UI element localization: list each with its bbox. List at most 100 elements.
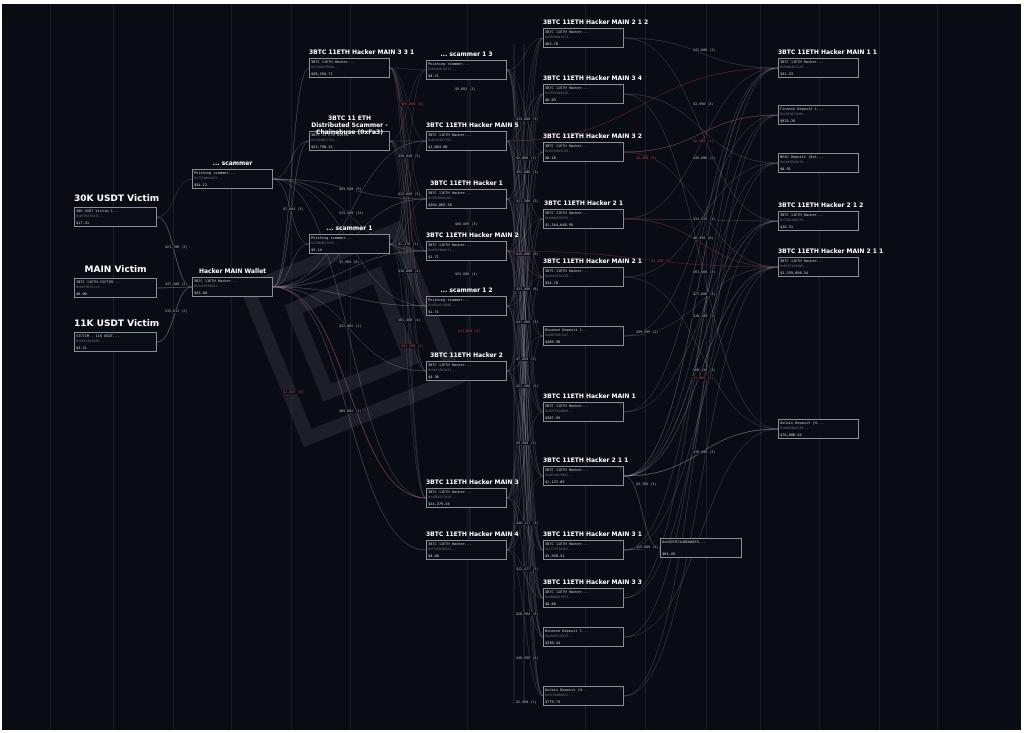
node-finance-deposit[interactable]: Finance Deposit 1...0xc82b5f1e6a...$925.… xyxy=(778,105,859,125)
node-hacker-main-3-2[interactable]: 3BTC 11ETH Hacker MAIN 3 2⋮ 3BTC 11ETH H… xyxy=(543,133,642,162)
edge-label-red: $69,888 (6) xyxy=(400,102,425,106)
menu-icon[interactable]: ⋮ xyxy=(618,466,622,471)
node-value: $54.12 xyxy=(194,183,207,187)
edge-line xyxy=(623,266,779,697)
graph-canvas[interactable]: 30K USDT Victim 30K USDT Victim 1...0x0f… xyxy=(2,4,1021,730)
node-address: 0x6a0d4f8e95... xyxy=(545,216,574,220)
node-hacker-2-1-2[interactable]: 3BTC 11ETH Hacker 2 1 2 3BTC 11ETH Hacke… xyxy=(778,202,863,231)
edge-line xyxy=(623,162,779,477)
edge-line xyxy=(272,178,310,245)
edge-line xyxy=(506,335,544,372)
node-value: $0.00 xyxy=(76,292,87,296)
edge-line xyxy=(272,140,310,288)
edge-line xyxy=(389,67,427,200)
node-value: $0.91 xyxy=(780,167,791,171)
menu-icon[interactable]: ⋮ xyxy=(618,267,622,272)
node-hacker-main-1-1[interactable]: 3BTC 11ETH Hacker MAIN 1 1 3BTC 11ETH Ha… xyxy=(778,49,877,78)
node-binance-deposit-2[interactable]: ⋮ Binance Deposit 1...0xa3e07c5d19...$33… xyxy=(543,627,624,647)
node-value: $5,550.51 xyxy=(545,554,565,558)
node-hacker-main-3-3-1[interactable]: 3BTC 11ETH Hacker MAIN 3 3 1 3BTC 11ETH … xyxy=(309,49,414,78)
node-label: 3BTC 11ETH Hacker... xyxy=(428,243,472,247)
node-title: 3BTC 11ETH Hacker 1 xyxy=(430,180,503,187)
node-phishing-scammer-1-3[interactable]: ... scammer 1 3 Phishing scammer...0x6e9… xyxy=(426,51,507,80)
node-victim-30k[interactable]: 30K USDT Victim 30K USDT Victim 1...0x0f… xyxy=(74,194,159,227)
node-hacker-main-3-4[interactable]: 3BTC 11ETH Hacker MAIN 3 4⋮ 3BTC 11ETH H… xyxy=(543,75,642,104)
node-usdt-address[interactable]: 0xUSDT8T4d8E0d0FS...$64.49 xyxy=(660,538,742,558)
edge-line xyxy=(506,198,544,551)
node-hacker-main-5[interactable]: 3BTC 11ETH Hacker MAIN 5 3BTC 11ETH Hack… xyxy=(426,122,519,151)
edge-label: $14,920 (3) xyxy=(692,217,717,221)
edge-line xyxy=(623,266,779,551)
menu-icon[interactable]: ⋮ xyxy=(618,588,622,593)
node-value: $0.00 xyxy=(545,602,556,606)
node-hacker-main-3[interactable]: 3BTC 11ETH Hacker MAIN 3 3BTC 11ETH Hack… xyxy=(426,479,519,508)
node-phishing-scammer-1-2[interactable]: ... scammer 1 2 Phishing scammer...0xd41… xyxy=(426,287,507,316)
edge-line xyxy=(506,151,544,200)
node-victim-11k[interactable]: 11K USDT Victim VICTIM - 11K USDT...0x9e… xyxy=(74,319,159,352)
node-value: $1.71 xyxy=(428,255,439,259)
edge-line xyxy=(623,114,779,697)
menu-icon[interactable]: ⋮ xyxy=(618,540,622,545)
node-hacker-main-1[interactable]: 3BTC 11ETH Hacker MAIN 1⋮ 3BTC 11ETH Hac… xyxy=(543,393,636,422)
edge-line xyxy=(623,428,779,638)
node-hacker-main-4[interactable]: 3BTC 11ETH Hacker MAIN 4 3BTC 11ETH Hack… xyxy=(426,531,519,560)
menu-icon[interactable]: ⋮ xyxy=(618,402,622,407)
node-kucoin-deposit[interactable]: ⋮ KuCoin Deposit (H...0x5f24d8b6e3...$77… xyxy=(543,686,624,706)
edge-line xyxy=(156,216,193,288)
menu-icon[interactable]: ⋮ xyxy=(618,326,622,331)
grid-line xyxy=(585,4,586,730)
node-value: $925.26 xyxy=(780,119,796,123)
edge-label: $21,788 (3) xyxy=(164,245,189,249)
node-hacker-main-2[interactable]: 3BTC 11ETH Hacker MAIN 2 3BTC 11ETH Hack… xyxy=(426,232,519,261)
node-value: $64.49 xyxy=(662,552,675,556)
node-hacker-main-wallet[interactable]: Hacker MAIN Wallet 3BTC 11ETH Hacker...0… xyxy=(192,268,273,297)
menu-icon[interactable]: ⋮ xyxy=(618,627,622,632)
node-label: 3BTC 11ETH Hacker... xyxy=(545,542,589,546)
edge-line xyxy=(272,286,427,307)
node-phishing-scammer-1[interactable]: ... scammer 1 Phishing scammer...0x2b8d6… xyxy=(309,225,390,254)
node-address: 0xe47a9b3c20... xyxy=(545,149,574,153)
node-hacker-main-3-1[interactable]: 3BTC 11ETH Hacker MAIN 3 1⋮ 3BTC 11ETH H… xyxy=(543,531,642,560)
edge-line xyxy=(506,198,544,278)
node-title: 3BTC 11ETH Hacker MAIN 2 1 xyxy=(543,258,642,265)
node-address: 0x43f7b1a0d8... xyxy=(545,409,574,413)
menu-icon[interactable]: ⋮ xyxy=(618,686,622,691)
node-hacker-main-3-3[interactable]: 3BTC 11ETH Hacker MAIN 3 3⋮ 3BTC 11ETH H… xyxy=(543,579,642,608)
edge-line xyxy=(272,286,427,551)
node-label: 3BTC 11ETH Hacker... xyxy=(428,490,472,494)
edge-line xyxy=(623,220,779,599)
node-mexc-deposit[interactable]: MEXC Deposit (0x1...0x1e6d9a4b70...$0.91 xyxy=(778,153,859,173)
node-label: KuCoin Deposit (H... xyxy=(780,421,824,425)
menu-icon[interactable]: ⋮ xyxy=(618,28,622,33)
node-hacker-main-2-1[interactable]: 3BTC 11ETH Hacker MAIN 2 1⋮ 3BTC 11ETH H… xyxy=(543,258,642,287)
grid-line xyxy=(291,4,292,730)
edge-label: $18,000 (4) xyxy=(397,269,422,273)
edge-line xyxy=(389,243,427,372)
edge-line xyxy=(506,37,544,499)
edge-line xyxy=(389,67,427,372)
node-label: 3BTC 11ETH Hacker... xyxy=(428,191,472,195)
edge-line xyxy=(389,140,427,372)
node-chainabuse-scammer[interactable]: 3BTC 11 ETH Distributed Scammer - Chaina… xyxy=(309,115,390,151)
node-address: 0x5f24d8b6e3... xyxy=(545,693,574,697)
edge-line xyxy=(272,243,310,288)
node-hacker-main-2-1-1[interactable]: 3BTC 11ETH Hacker MAIN 2 1 1 3BTC 11ETH … xyxy=(778,248,883,277)
node-hacker-1[interactable]: 3BTC 11ETH Hacker 1 3BTC 11ETH Hacker...… xyxy=(426,180,507,209)
menu-icon[interactable]: ⋮ xyxy=(618,84,622,89)
node-victim-main[interactable]: MAIN Victim 1BTC 11ETH-VICTIM...0xa6f8b7… xyxy=(74,265,157,298)
node-hacker-main-2-1-2[interactable]: 3BTC 11ETH Hacker MAIN 2 1 2⋮ 3BTC 11ETH… xyxy=(543,19,648,48)
node-hacker-2[interactable]: 3BTC 11ETH Hacker 2 3BTC 11ETH Hacker...… xyxy=(426,352,507,381)
node-hacker-2-1-1[interactable]: 3BTC 11ETH Hacker 2 1 1⋮ 3BTC 11ETH Hack… xyxy=(543,457,628,486)
node-kucoin-deposit-2[interactable]: KuCoin Deposit (H...0xe9a16b4c3d...$70,0… xyxy=(778,419,859,439)
edge-line xyxy=(506,305,544,638)
edge-line xyxy=(506,140,544,220)
menu-icon[interactable]: ⋮ xyxy=(618,142,622,147)
node-hacker-2-1[interactable]: 3BTC 11ETH Hacker 2 1⋮ 3BTC 11ETH Hacker… xyxy=(543,200,624,229)
edge-line xyxy=(156,286,193,289)
node-title: 3BTC 11ETH Hacker MAIN 2 1 1 xyxy=(778,248,884,255)
menu-icon[interactable]: ⋮ xyxy=(618,209,622,214)
node-title: 3BTC 11ETH Hacker 2 xyxy=(430,352,503,359)
grid-line xyxy=(645,4,646,730)
node-phishing-scammer[interactable]: ... scammer Phishing scammer...0x7f3a8e2… xyxy=(192,160,273,189)
node-binance-deposit-1[interactable]: ⋮ Binance Deposit 1...0x0d19e6c3a7...$48… xyxy=(543,326,624,346)
